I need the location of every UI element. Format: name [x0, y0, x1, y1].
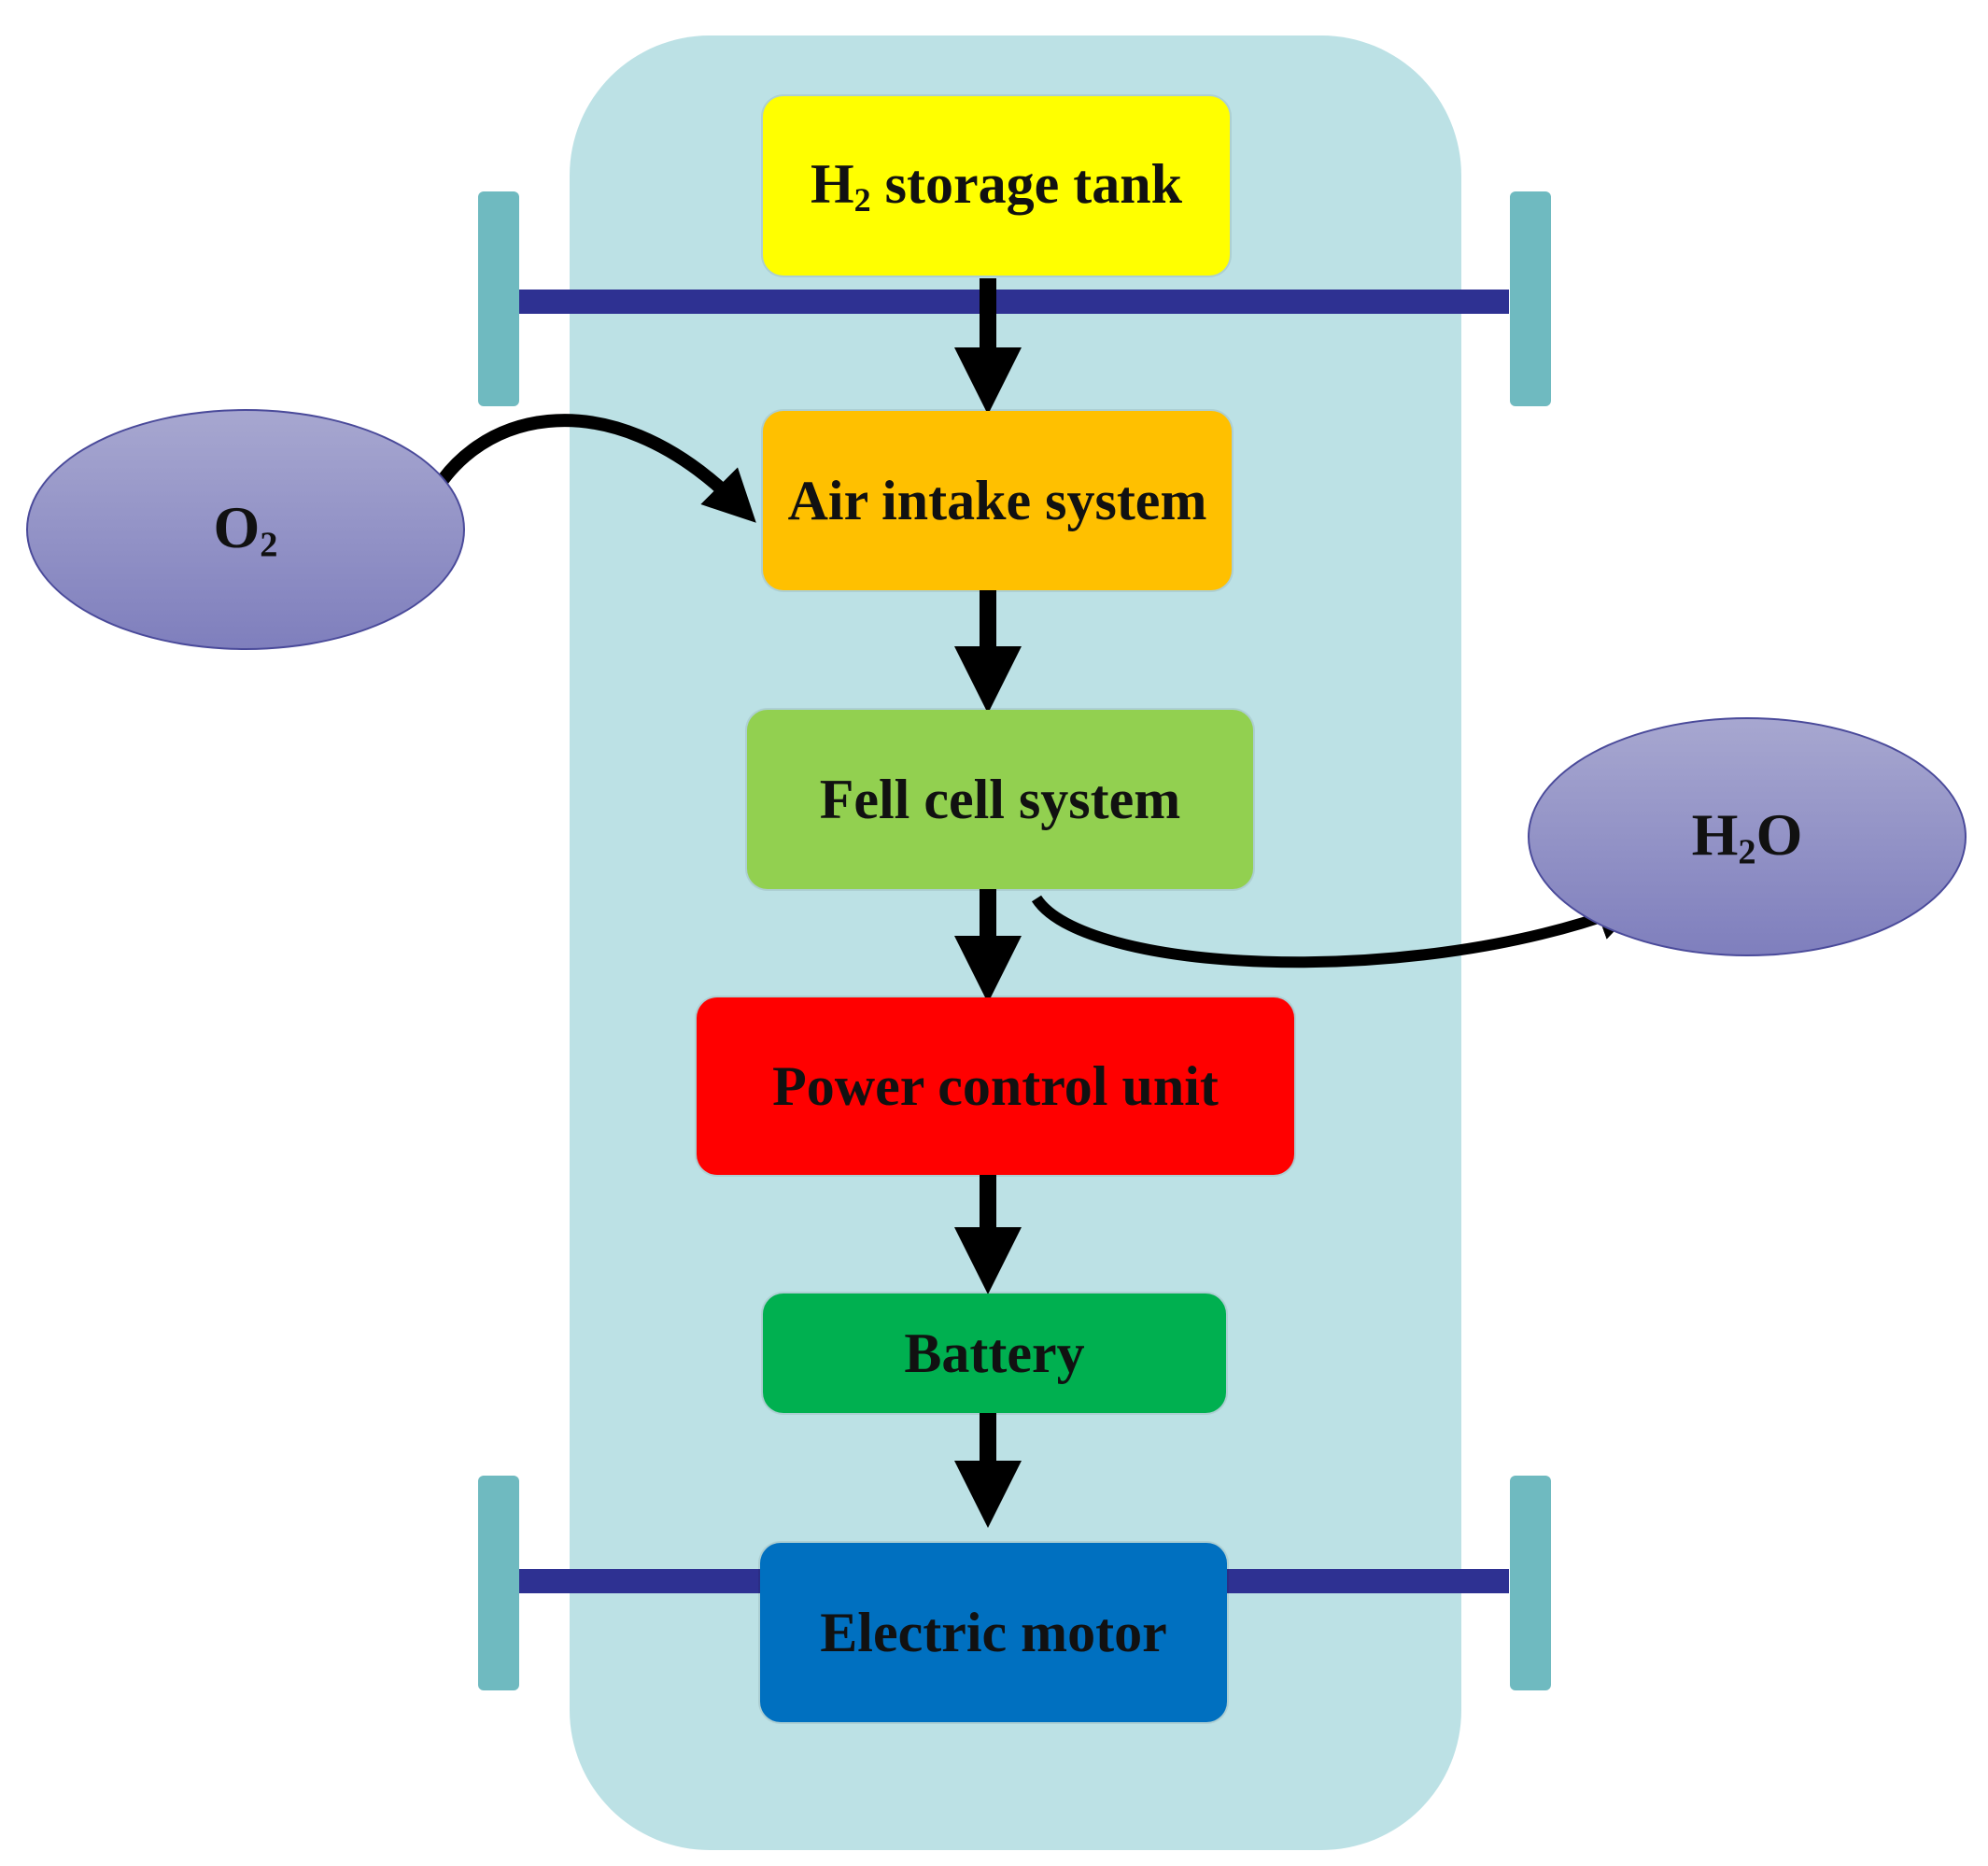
- air-intake-system: Air intake system: [763, 411, 1232, 590]
- rear-left-wheel-icon: [478, 1476, 519, 1690]
- front-left-wheel-icon: [478, 191, 519, 406]
- oxygen-input: O2: [26, 409, 465, 650]
- motor-label: Electric motor: [820, 1601, 1167, 1663]
- arrow-oxygen-to-intake: [418, 414, 756, 523]
- h2-tank-label: H2 storage tank: [811, 153, 1182, 219]
- arrow-fuelcell-to-water: [1031, 895, 1642, 968]
- battery-label: Battery: [904, 1322, 1085, 1384]
- power-control-unit: Power control unit: [697, 997, 1294, 1175]
- front-right-wheel-icon: [1510, 191, 1551, 406]
- fuel-cell-label: Fell cell system: [819, 768, 1181, 830]
- fuel-cell-system: Fell cell system: [747, 710, 1253, 889]
- electric-motor: Electric motor: [760, 1543, 1227, 1722]
- h2-storage-tank: H2 storage tank: [763, 96, 1230, 276]
- water-output: H2O: [1528, 717, 1967, 956]
- power-control-label: Power control unit: [772, 1054, 1219, 1117]
- rear-axle-right: [1223, 1569, 1509, 1593]
- air-intake-label: Air intake system: [787, 469, 1207, 531]
- oxygen-label: O2: [213, 494, 278, 565]
- rear-axle-left: [519, 1569, 762, 1593]
- water-label: H2O: [1691, 801, 1803, 872]
- battery: Battery: [763, 1293, 1226, 1413]
- rear-right-wheel-icon: [1510, 1476, 1551, 1690]
- front-axle: [519, 290, 1509, 314]
